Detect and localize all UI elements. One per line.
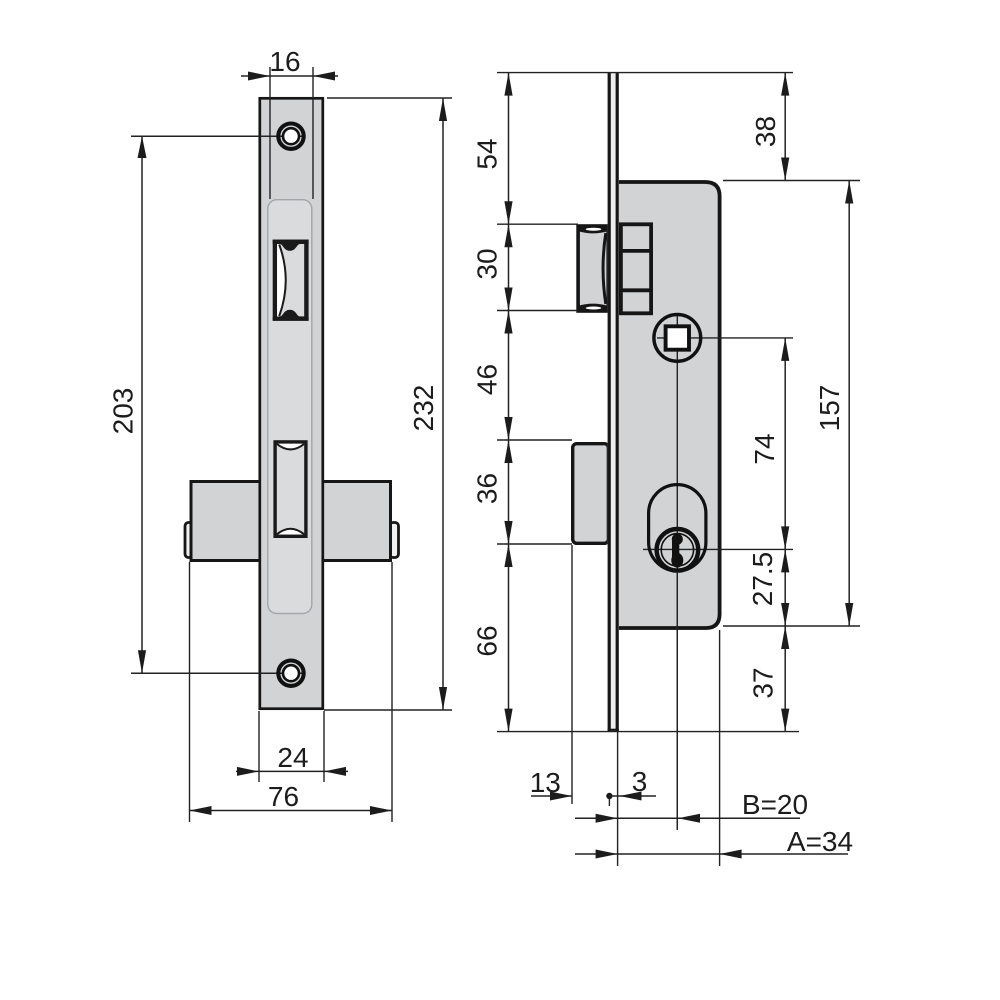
svg-text:74: 74 <box>749 433 780 464</box>
svg-text:54: 54 <box>472 138 503 169</box>
svg-text:38: 38 <box>750 116 781 147</box>
svg-text:A=34: A=34 <box>787 826 853 857</box>
svg-text:76: 76 <box>268 781 299 812</box>
svg-text:16: 16 <box>269 46 300 77</box>
svg-text:3: 3 <box>632 766 648 797</box>
svg-text:30: 30 <box>472 248 503 279</box>
svg-text:203: 203 <box>108 388 139 435</box>
svg-text:46: 46 <box>472 364 503 395</box>
svg-text:66: 66 <box>472 625 503 656</box>
svg-text:B=20: B=20 <box>742 789 808 820</box>
svg-text:36: 36 <box>472 473 503 504</box>
svg-text:232: 232 <box>408 385 439 432</box>
svg-text:24: 24 <box>277 742 308 773</box>
svg-text:157: 157 <box>814 385 845 432</box>
svg-text:27.5: 27.5 <box>747 552 778 607</box>
svg-text:13: 13 <box>530 767 561 798</box>
svg-text:37: 37 <box>748 667 779 698</box>
